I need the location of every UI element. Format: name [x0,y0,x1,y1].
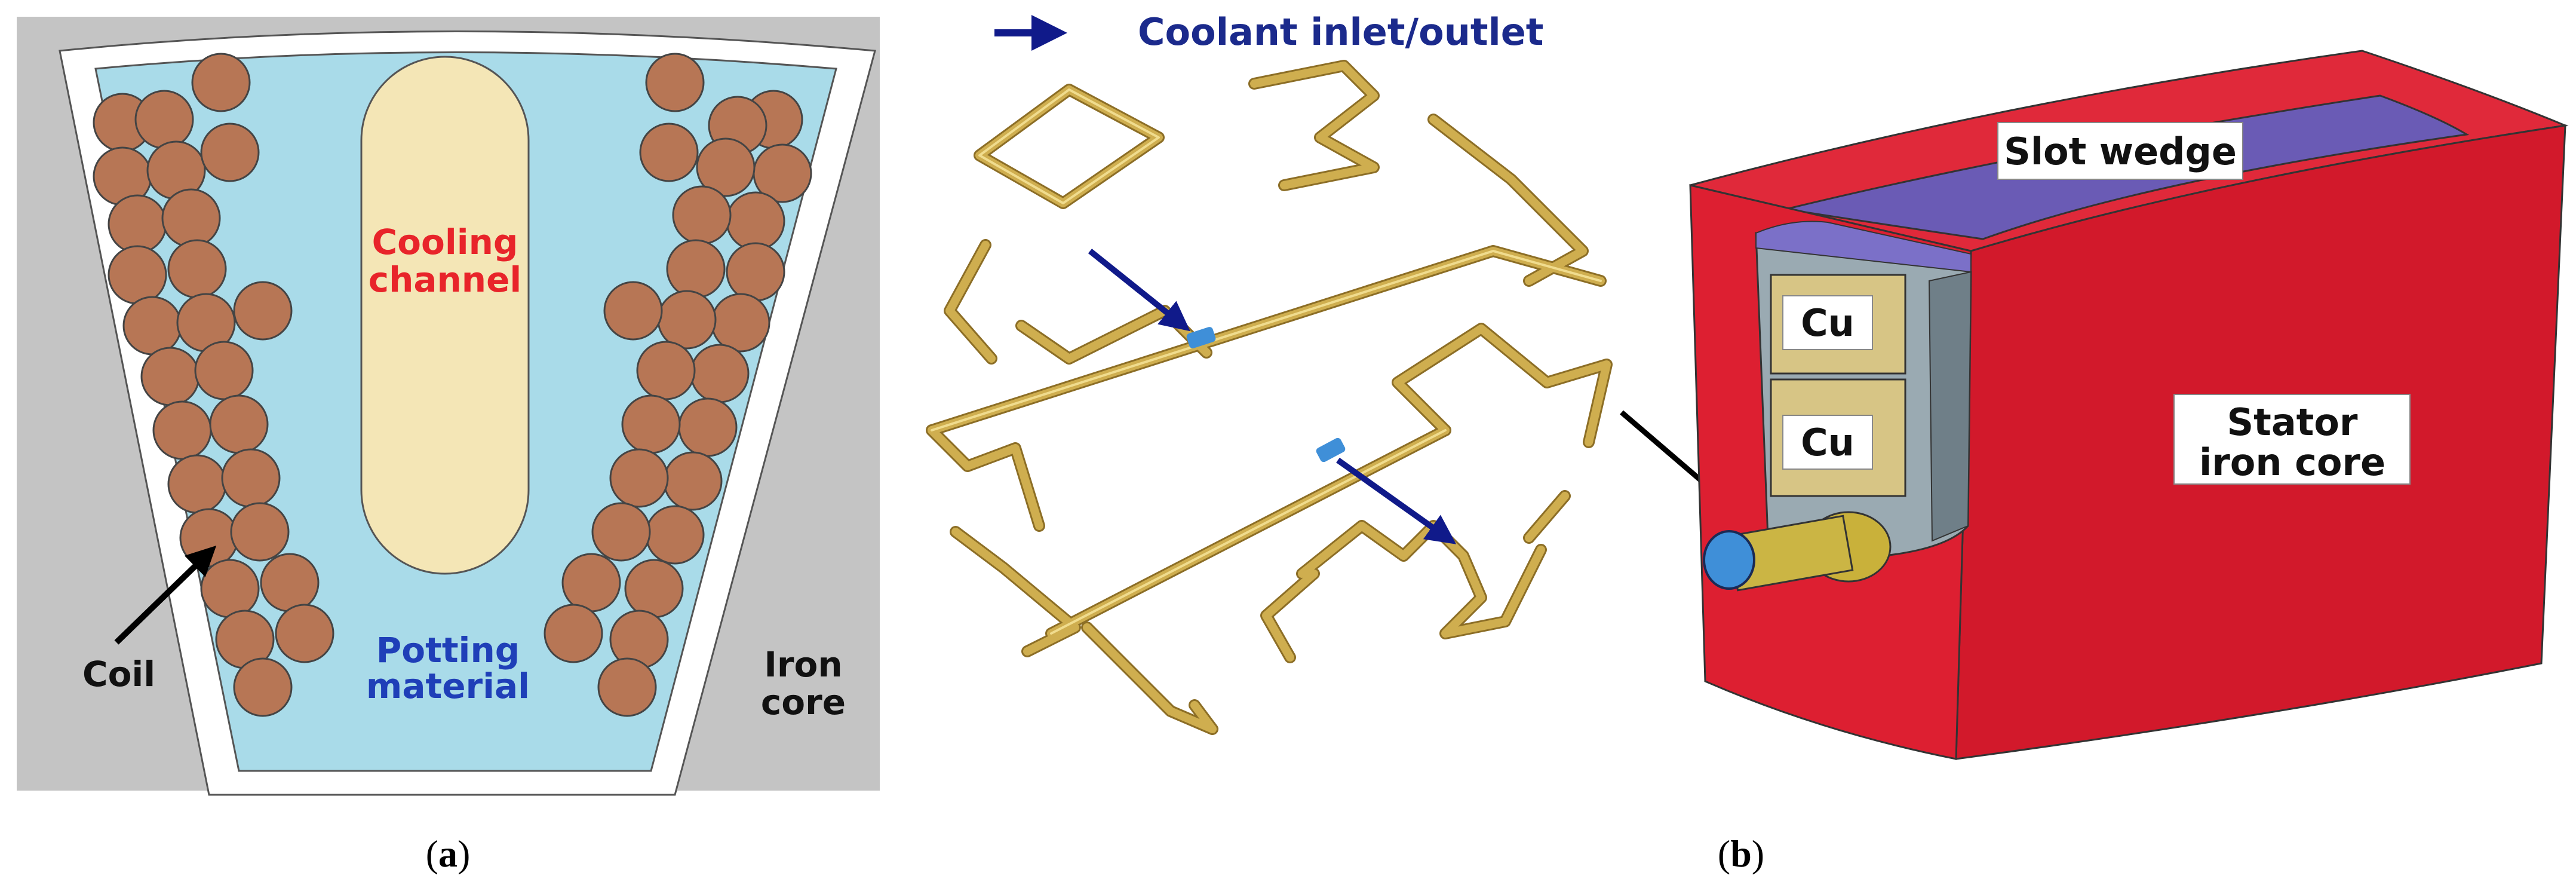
potting-label-line1: Potting [376,630,520,670]
coil-strand [179,508,239,568]
coil-strand [603,281,663,341]
cooling-channel [360,56,530,575]
coil-pointer-arrow [114,546,217,645]
panel-a: Cooling channel Coil Potting material Ir… [17,17,880,875]
coil-strand [657,290,717,350]
coil-strand [621,394,681,454]
coil-strand [591,502,651,562]
cu-bottom-label: Cu [1801,421,1855,464]
coil-strand [122,296,182,356]
caption-b: (b) [1718,832,1764,875]
coil-strand [108,245,167,305]
coil-strand [666,239,726,299]
coil-strand [711,293,770,353]
inlet-flow-arrow [1088,249,1190,332]
coil-strand [696,137,756,197]
cooling-channel-label-line1: Cooling [372,222,518,262]
coil-strand [275,604,334,663]
slot-wedge-label: Slot wedge [2004,130,2237,173]
coil-label: Coil [82,654,155,694]
coil-strand [200,559,260,619]
coil-strand [221,448,281,508]
cu-top-label: Cu [1801,301,1855,345]
cooling-tube-opening [1703,530,1755,590]
coil-strand [233,657,293,717]
panel-b-pipe: Coolant inlet/outlet [926,10,1793,735]
stator-label-line1: Stator [2227,400,2358,444]
coil-strand [230,502,290,562]
coil-strand [209,394,269,454]
coil-strand [161,188,221,248]
coil-strand [108,194,167,254]
coil-strand [140,347,200,406]
coil-strand [260,553,320,613]
coil-strand [609,448,669,508]
caption-a: (a) [426,832,471,875]
coil-strands [93,53,812,717]
slot-liner-side [1928,271,1972,542]
slot-wedge-label-box [1997,122,2243,180]
cu-top-label-box [1782,295,1873,350]
coolant-inlet-connector [1186,327,1216,348]
panel-b-stator: Slot wedge Cu Cu Stator iron core (b) [1689,50,2569,875]
coil-strand [639,123,699,182]
iron-core-label-line2: core [761,682,846,722]
coil-strand [636,341,696,400]
coil-strand [561,553,621,613]
coil-strand [152,400,212,460]
cooling-channel-label-line2: channel [369,259,522,300]
coolant-outlet-connector [1316,437,1346,463]
iron-core-label-line1: Iron [764,644,842,685]
slot-wedge-front [1755,221,1972,273]
coil-strand [645,505,705,565]
coil-strand [624,559,684,619]
coil-strand [726,191,785,251]
coil-strand [191,53,251,112]
coil-strand [134,90,194,149]
coil-strand [167,454,227,514]
serpentine-pipe [926,60,1613,735]
coil-strand [672,185,732,245]
coil-strand [690,344,750,403]
cu-bottom-label-box [1782,415,1873,470]
coil-strand [663,451,723,511]
coil-strand [645,53,705,112]
stator-label-box [2173,394,2411,485]
coil-strand [167,239,227,299]
coil-strand [544,604,603,663]
coil-strand [726,242,785,302]
coil-strand [200,123,260,182]
coil-strand [597,657,657,717]
potting-label-line2: material [366,666,530,706]
stator-label-line2: iron core [2199,440,2385,484]
legend-label: Coolant inlet/outlet [1138,10,1543,54]
coil-strand [233,281,293,341]
coil-strand [194,341,254,400]
coil-strand [678,397,738,457]
outlet-flow-arrow [1336,457,1457,544]
